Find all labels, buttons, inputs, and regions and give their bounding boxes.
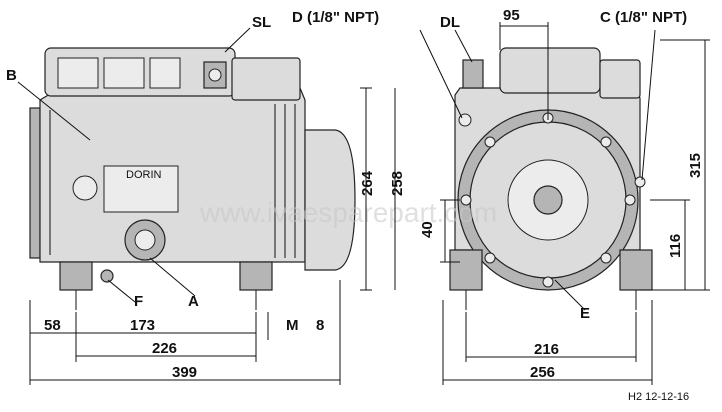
right-foot-1 <box>449 249 483 291</box>
label-e: E <box>580 305 590 322</box>
label-b: B <box>6 67 17 84</box>
discharge-port-dl <box>462 59 484 89</box>
dim-315: 315 <box>687 153 704 178</box>
end-flange-hub <box>533 185 563 215</box>
side-fitting <box>72 175 98 201</box>
side-fins <box>49 104 296 258</box>
side-terminal-box <box>231 57 301 101</box>
dim-256: 256 <box>530 364 555 381</box>
oil-drain-f <box>100 269 114 283</box>
dim-216: 216 <box>534 341 559 358</box>
side-motor-cover <box>304 129 356 271</box>
head-rib-2 <box>103 57 145 89</box>
dim-95: 95 <box>503 7 520 24</box>
dim-264: 264 <box>359 170 376 196</box>
suction-port-opening <box>208 68 222 82</box>
end-head <box>499 47 601 94</box>
label-c: C (1/8" NPT) <box>600 9 687 26</box>
dim-40: 40 <box>419 221 436 238</box>
leaders <box>17 27 656 311</box>
label-dl: DL <box>440 14 460 31</box>
drawing-code: H2 12-12-16 <box>628 391 689 403</box>
label-sl: SL <box>252 14 271 31</box>
left-flange-plate <box>29 107 41 259</box>
dim-399: 399 <box>172 364 197 381</box>
end-view <box>449 47 653 310</box>
brand-plate-text: DORIN <box>126 169 162 181</box>
dim-m: M <box>286 317 299 334</box>
watermark: www.ivaesparepart.com <box>199 197 497 228</box>
label-a: A <box>188 293 199 310</box>
head-rib-3 <box>149 57 181 89</box>
left-foot-2 <box>239 261 273 291</box>
fitting-c <box>634 176 646 188</box>
right-dimension-lines <box>440 22 710 385</box>
label-f: F <box>134 293 143 310</box>
head-rib-1 <box>57 57 99 89</box>
dim-8: 8 <box>316 317 324 334</box>
name-plate <box>103 165 179 213</box>
end-terminal-box <box>599 59 641 99</box>
side-view: DORIN <box>29 47 356 310</box>
right-foot-2 <box>619 249 653 291</box>
dim-173: 173 <box>130 317 155 334</box>
left-foot-1 <box>59 261 93 291</box>
dim-116: 116 <box>667 234 684 258</box>
label-d: D (1/8" NPT) <box>292 9 379 26</box>
dim-226: 226 <box>152 340 177 357</box>
dim-58: 58 <box>44 317 61 334</box>
sight-glass-lens <box>134 229 156 251</box>
dim-258: 258 <box>389 171 406 196</box>
left-dimension-lines <box>29 87 396 385</box>
